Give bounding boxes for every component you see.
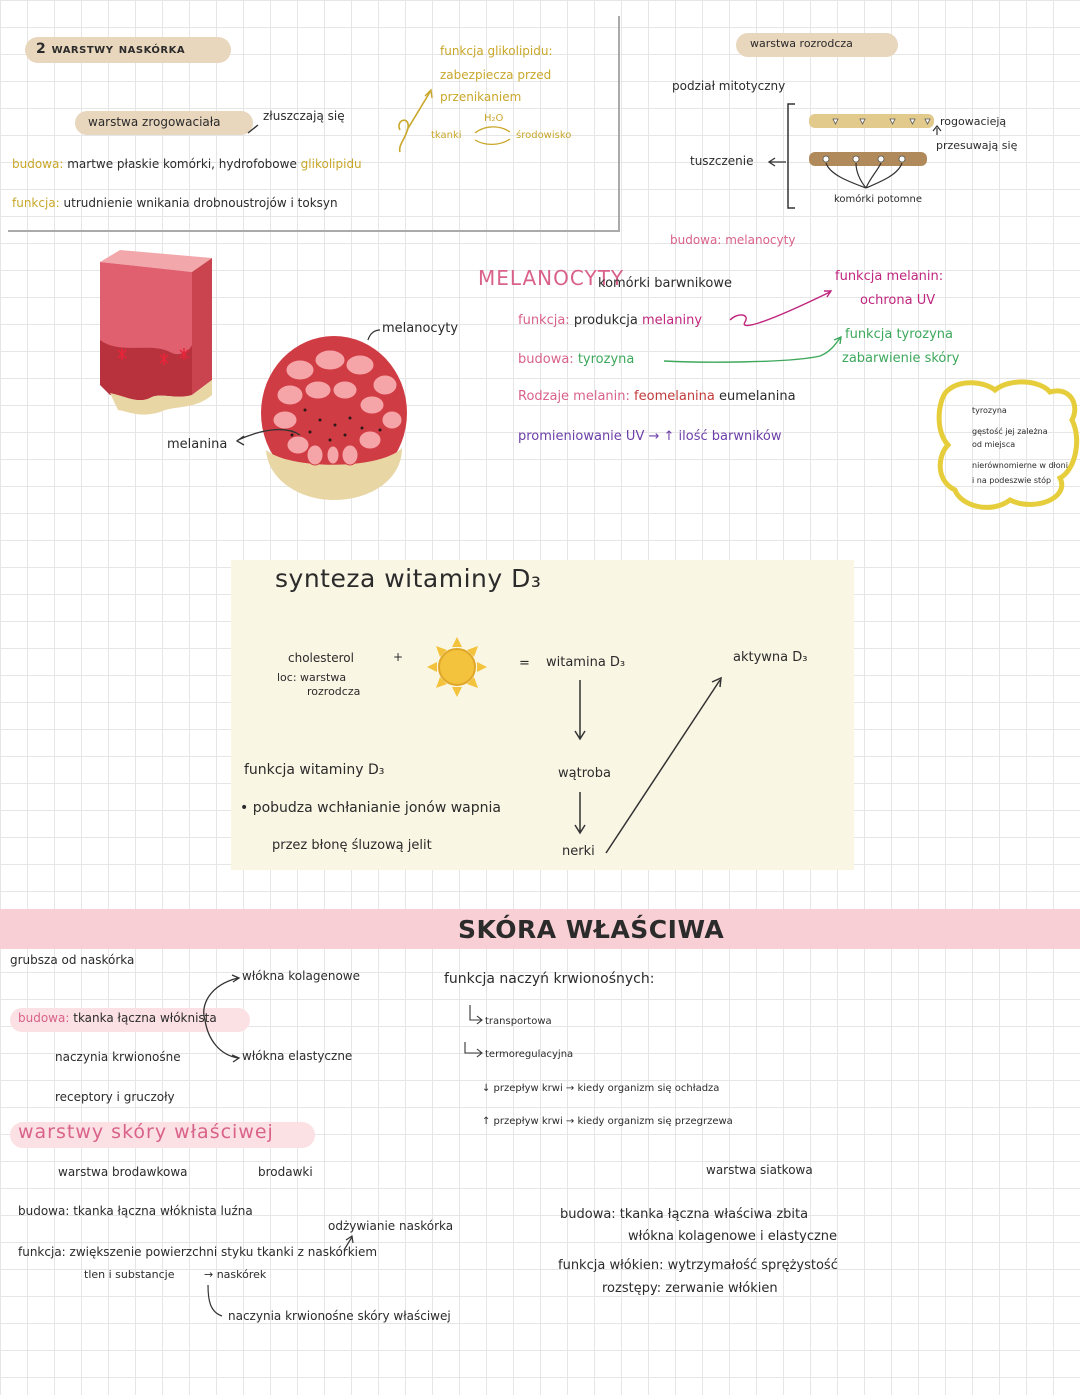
vitamin-function-title: funkcja witaminy D₃ [244, 762, 385, 778]
cornified-layer-label: warstwa zrogowaciała [88, 115, 221, 129]
melanocytes-title: MELANOCYTY [478, 266, 625, 290]
receptors-glands: receptory i gruczoły [55, 1090, 175, 1104]
skin-block-drawing [100, 250, 212, 415]
melanocytes-structure: budowa: tyrozyna [518, 352, 635, 367]
papillae-label: brodawki [258, 1165, 313, 1179]
glycolipid-function-2: zabezpiecza przed [440, 68, 552, 82]
blood-flow-up: ↑ przepływ krwi → kiedy organizm się prz… [482, 1116, 733, 1127]
liver-label: wątroba [558, 766, 611, 781]
melanin-types: Rodzaje melanin: feomelanina eumelanina [518, 389, 796, 404]
keratinization-label: rogowacieją [940, 115, 1007, 128]
location-label-2: rozrodcza [307, 685, 361, 698]
cornified-function: funkcja: utrudnienie wnikania drobnoustr… [12, 196, 338, 210]
melanocytes-function: funkcja: produkcja melaniny [518, 313, 703, 328]
stretch-marks: rozstępy: zerwanie włókien [602, 1281, 778, 1296]
melanin-figure-label: melanina [167, 437, 228, 452]
tyrosine-note-4: nierównomierne w dłoni [972, 461, 1068, 470]
thermo-function: termoregulacyjna [485, 1049, 574, 1060]
oxygen-label: tlen i substancje [84, 1268, 175, 1281]
location-label-1: loc: warstwa [277, 671, 347, 684]
tyrosine-function-title: funkcja tyrozyna [845, 327, 953, 342]
cholesterol-label: cholesterol [288, 651, 354, 665]
melanocytes-subtitle: komórki barwnikowe [598, 276, 732, 291]
active-d3-label: aktywna D₃ [733, 650, 808, 665]
papillary-layer-label: warstwa brodawkowa [58, 1165, 188, 1179]
tyrosine-note-3: od miejsca [972, 440, 1016, 449]
epidermis-heading: 2 warstwy naskórka [36, 41, 186, 57]
plus-sign: + [393, 650, 404, 664]
reticular-fibers: włókna kolagenowe i elastyczne [628, 1229, 838, 1244]
dermal-vessels-label: naczynia krwionośne skóry właściwej [228, 1309, 451, 1323]
shedding-label: złuszczają się [263, 109, 345, 123]
basal-layer-label: warstwa rozrodcza [750, 37, 853, 50]
kidneys-label: nerki [562, 844, 595, 859]
dermis-title-band [0, 909, 1080, 949]
fibers-function: funkcja włókien: wytrzymałość sprężystoś… [558, 1258, 838, 1273]
glycolipid-function-3: przenikaniem [440, 90, 522, 104]
cornified-pill [75, 111, 253, 135]
vitamin-function-item: • pobudza wchłanianie jonów wapnia [240, 800, 501, 816]
uv-effect: promieniowanie UV → ↑ ilość barwników [518, 429, 782, 444]
tissue-label: tkanki [431, 130, 462, 141]
tyrosine-note-1: tyrozyna [972, 406, 1007, 415]
vitamin-function-item-2: przez błonę śluzową jelit [272, 838, 432, 853]
tyrosine-note-2: gęstość jej zależna [972, 427, 1048, 436]
vitamin-d-panel [231, 560, 854, 870]
melanocytes-figure-label: melanocyty [382, 321, 459, 336]
vitamin-d3-label: witamina D₃ [546, 655, 626, 670]
transport-function: transportowa [485, 1016, 552, 1027]
layers-pill [10, 1122, 315, 1148]
to-epidermis-label: → naskórek [204, 1268, 267, 1281]
melanin-function-value: ochrona UV [860, 293, 936, 308]
epidermis-section-frame [8, 16, 620, 232]
collagen-fibers: włókna kolagenowe [242, 969, 360, 983]
elastic-fibers: włókna elastyczne [242, 1049, 353, 1063]
water-label: H₂O [484, 113, 504, 124]
layers-heading: warstwy skóry właściwej [18, 1121, 274, 1143]
tyrosine-note-5: i na podeszwie stóp [972, 476, 1052, 485]
basal-pill [736, 33, 898, 57]
glycolipid-function-1: funkcja glikolipidu: [440, 44, 553, 58]
melanocyte-cell-drawing [235, 329, 407, 500]
dermis-structure: budowa: tkanka łączna włóknista [18, 1011, 217, 1025]
papillary-function: funkcja: zwiększenie powierzchni styku t… [18, 1245, 378, 1259]
basal-structure: budowa: melanocyty [670, 233, 796, 247]
thickening-label: tuszczenie [690, 154, 754, 168]
tyrosine-function-value: zabarwienie skóry [842, 351, 960, 366]
environment-label: środowisko [516, 130, 572, 141]
reticular-layer-label: warstwa siatkowa [706, 1163, 813, 1177]
vitamin-d-title: synteza witaminy D₃ [275, 564, 542, 593]
moving-label: przesuwają się [936, 139, 1018, 152]
dermis-title: SKÓRA WŁAŚCIWA [458, 915, 725, 944]
mitosis-label: podział mitotyczny [672, 79, 786, 93]
melanin-function-title: funkcja melanin: [835, 269, 944, 284]
reticular-structure: budowa: tkanka łączna właściwa zbita [560, 1207, 809, 1222]
equals-sign: = [519, 656, 530, 671]
vessels-function-title: funkcja naczyń krwionośnych: [444, 971, 655, 987]
papillary-structure: budowa: tkanka łączna włóknista luźna [18, 1204, 253, 1218]
daughter-cells-label: komórki potomne [834, 194, 923, 205]
nourishment-label: odżywianie naskórka [328, 1219, 454, 1233]
blood-vessels: naczynia krwionośne [55, 1050, 181, 1064]
blood-flow-down: ↓ przepływ krwi → kiedy organizm się och… [482, 1083, 720, 1094]
dermis-thicker: grubsza od naskórka [10, 953, 135, 967]
cornified-structure: budowa: martwe płaskie komórki, hydrofob… [12, 157, 362, 171]
dermis-structure-pill [10, 1008, 250, 1032]
heading-pill [25, 37, 231, 63]
